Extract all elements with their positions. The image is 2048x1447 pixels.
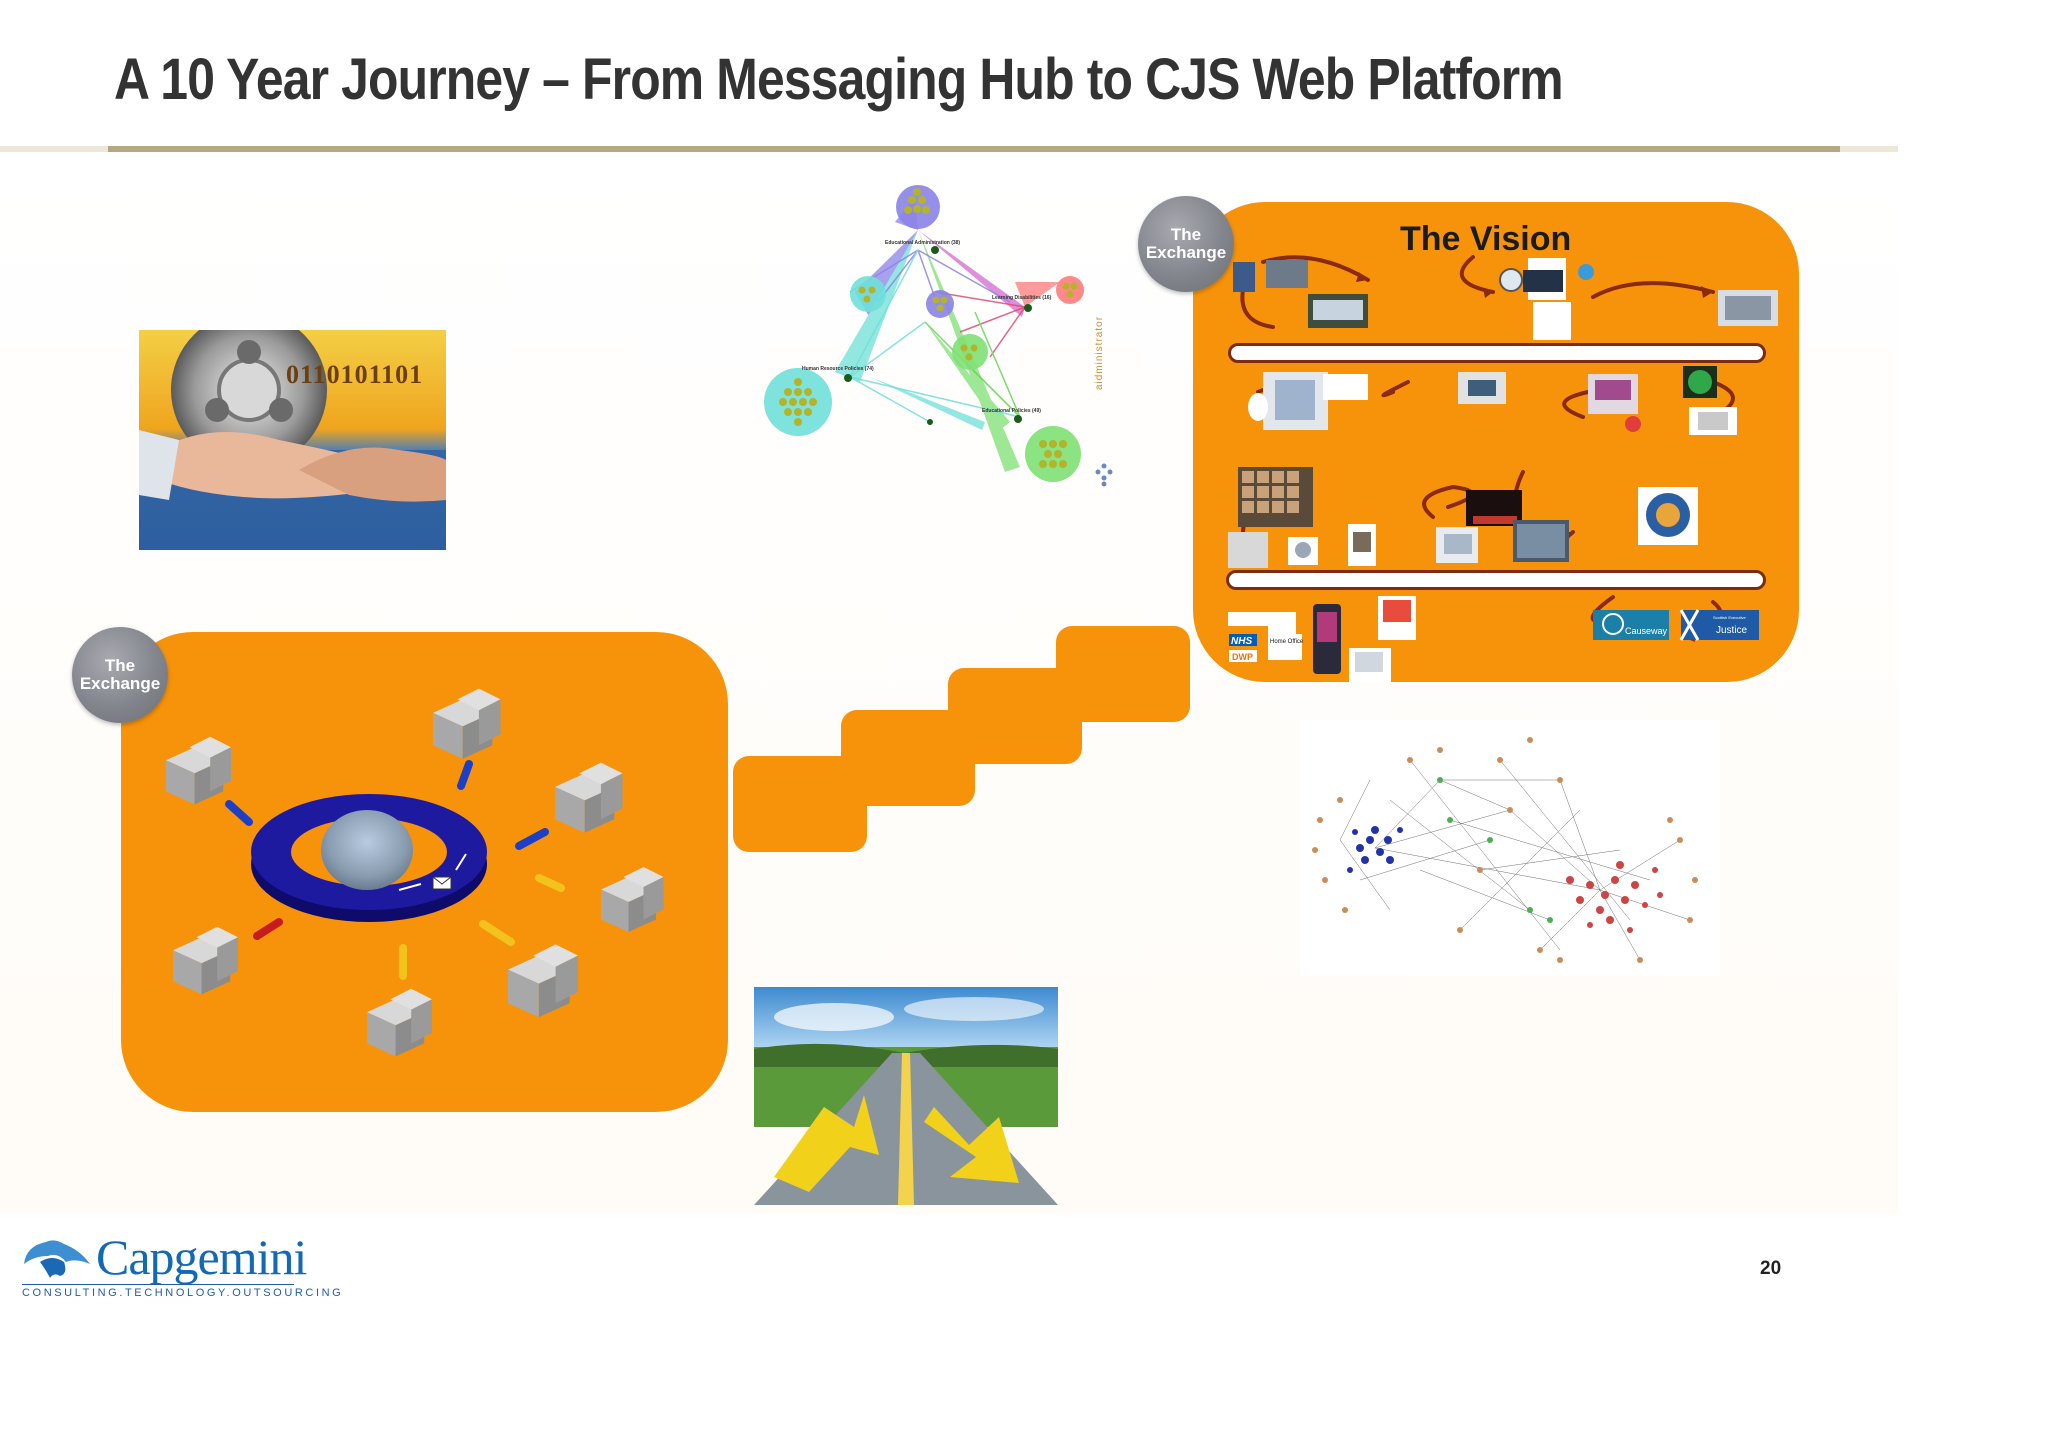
- capgemini-logo: Capgemini: [96, 1229, 307, 1285]
- graph-label-learning-disabilities: Learning Disabilities (16): [992, 295, 1052, 301]
- justice-logo-text: Justice: [1716, 625, 1748, 636]
- road-arrows-image: [754, 987, 1058, 1205]
- capgemini-tagline: CONSULTING.TECHNOLOGY.OUTSOURCING: [22, 1287, 344, 1299]
- concept-network-graph: Educational Administration (38) Learning…: [764, 185, 1113, 487]
- journey-step-4: [1056, 626, 1190, 722]
- scottish-executive-logo-text: Scottish Executive: [1713, 615, 1746, 620]
- exchange-badge-hub: The Exchange: [72, 627, 168, 723]
- dwp-logo-text: DWP: [1232, 652, 1253, 662]
- messaging-hub-diagram: [166, 688, 664, 1057]
- capgemini-spade-icon: [24, 1240, 90, 1278]
- exchange-badge-vision: The Exchange: [1138, 196, 1234, 292]
- nhs-logo-text: NHS: [1231, 636, 1252, 647]
- causeway-logo-text: Causeway: [1625, 626, 1668, 636]
- graph-label-educational-policies: Educational Policies (49): [982, 408, 1041, 414]
- exchange-badge-vision-line1: The: [1170, 225, 1202, 244]
- graph-label-educational-administration: Educational Administration (38): [885, 240, 960, 246]
- home-office-logo-text: Home Office: [1270, 639, 1304, 645]
- handshake-binary-image: [139, 330, 446, 550]
- exchange-badge-vision-line2: Exchange: [1145, 243, 1227, 262]
- social-network-graph: [1300, 720, 1720, 976]
- graph-label-human-resource-policies: Human Resource Policies (74): [802, 366, 874, 372]
- binary-text: 0110101101: [286, 360, 424, 389]
- exchange-badge-hub-line1: The: [104, 656, 136, 675]
- capgemini-logo-rule: [22, 1284, 294, 1285]
- vision-timeline-upper: [1228, 343, 1766, 363]
- aidministrator-label: aidministrator: [1094, 315, 1105, 390]
- page-number: 20: [1760, 1258, 1782, 1279]
- title-underline: [108, 146, 1840, 152]
- exchange-badge-hub-line2: Exchange: [79, 674, 161, 693]
- vision-title: The Vision: [1400, 220, 1572, 258]
- vision-timeline-lower: [1226, 570, 1766, 590]
- vision-illustrations: NHS DWP Home Office Causeway Scottish Ex…: [1228, 255, 1778, 682]
- page-title: A 10 Year Journey – From Messaging Hub t…: [114, 47, 1564, 112]
